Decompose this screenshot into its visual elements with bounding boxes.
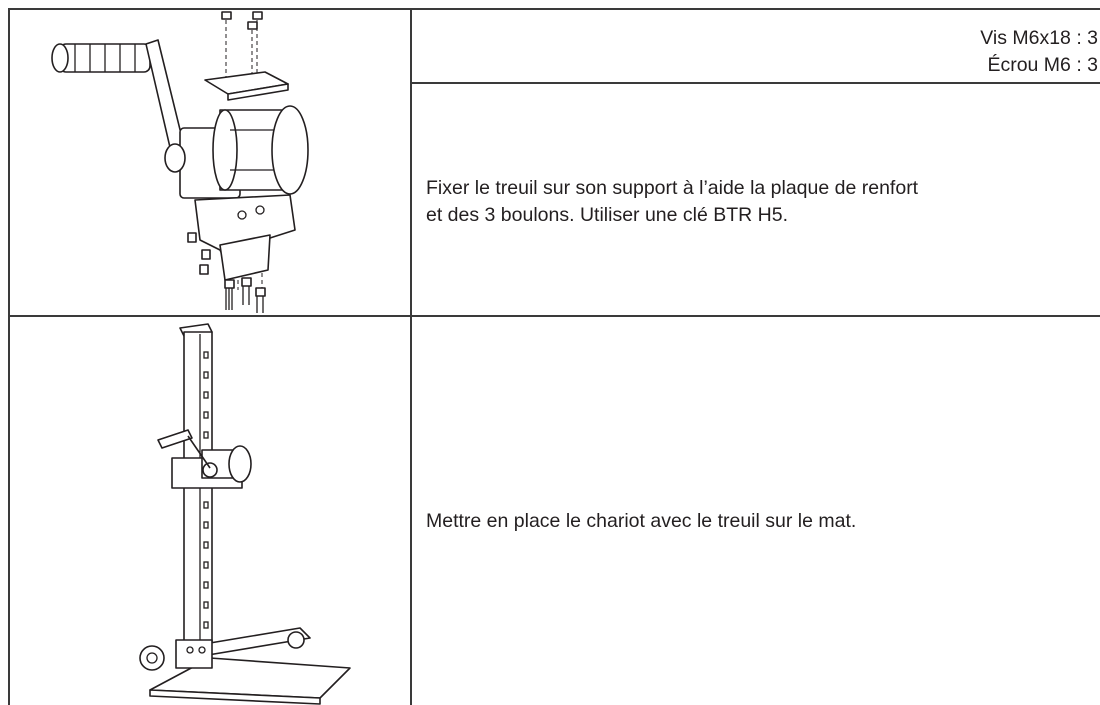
screw-icon [241,277,252,305]
instruction-step-2: Mettre en place le chariot avec le treui… [426,508,856,535]
drum-flange-icon [228,445,252,483]
parts-list: Vis M6x18 : 3 Écrou M6 : 3 [980,25,1098,79]
winch-on-mast-icon [120,318,360,705]
parts-item-screws: Vis M6x18 : 3 [980,27,1098,49]
instruction-step-1-line-2: et des 3 boulons. Utiliser une clé BTR H… [426,204,789,226]
table-border-top [8,8,1100,10]
nut-icon [247,21,258,30]
wheel-icon [139,645,165,671]
mast-holes [203,351,209,629]
table-column-divider [410,8,412,705]
handle-grip-icon [157,429,193,449]
screw-icon [224,279,235,310]
table-row-divider [8,315,1100,317]
instruction-step-1: Fixer le treuil sur son support à l’aide… [426,175,918,229]
instruction-step-2-line-1: Mettre en place le chariot avec le treui… [426,510,857,532]
nut-icon [221,11,232,20]
parts-row-divider [410,82,1100,84]
nut-icon [252,11,263,20]
drum-flange-icon [271,105,309,195]
instruction-step-1-line-1: Fixer le treuil sur son support à l’aide… [426,177,919,199]
winch-exploded-assembly-icon [30,10,370,313]
nut-icon [187,232,197,243]
crank-arm-icon [145,39,186,157]
parts-item-nuts: Écrou M6 : 3 [987,54,1098,76]
mast-icon [183,331,213,653]
screw-icon [255,287,266,313]
table-border-left [8,8,10,705]
